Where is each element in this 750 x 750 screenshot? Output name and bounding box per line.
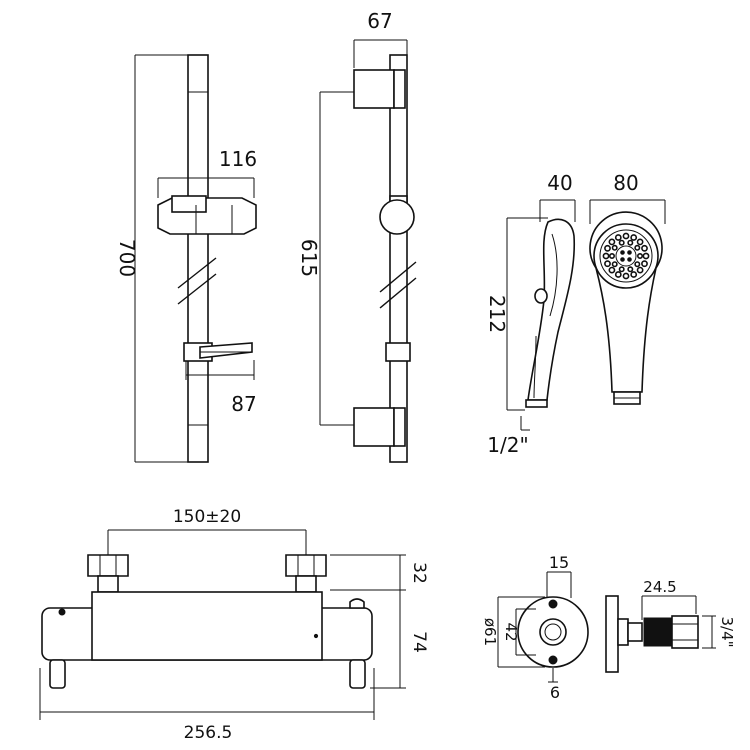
- connector-thread: [643, 617, 672, 647]
- dim-valve-body-height: 74: [409, 631, 429, 653]
- eccentric-end-view: 15 ø61 42 6: [481, 553, 589, 702]
- dim-soap-dish-depth: 87: [231, 392, 256, 416]
- slide-rail-side-view: 615 67: [297, 9, 417, 463]
- dim-handset-head-diameter: 80: [613, 171, 638, 195]
- dim-hose-thread: 1/2": [487, 433, 528, 457]
- dim-connector-length: 24.5: [643, 578, 676, 596]
- dim-bracket-spacing: 615: [297, 239, 321, 277]
- connector-side-view: 24.5 3/4": [605, 578, 736, 673]
- dim-rail-height: 700: [115, 239, 139, 277]
- dim-slider-width: 116: [219, 147, 257, 171]
- slide-rail-front-view: 700 116 87: [115, 54, 257, 463]
- dim-bracket-depth: 67: [367, 9, 392, 33]
- dim-flange-diameter: ø61: [481, 618, 499, 646]
- handset-views: 212 40 1/2" 80: [485, 171, 666, 457]
- dim-flange-inner: 42: [502, 622, 520, 641]
- bar-valve-front-view: 150±20 32 74 256.5: [39, 507, 429, 743]
- dim-eccentric-bottom: 6: [550, 683, 560, 702]
- handset-nozzle-pattern: [602, 232, 650, 280]
- dim-handset-depth: 40: [547, 171, 572, 195]
- dim-eccentric-top: 15: [549, 553, 569, 572]
- dim-connector-thread: 3/4": [718, 616, 736, 647]
- dim-valve-length: 256.5: [184, 723, 233, 743]
- dim-handset-length: 212: [485, 295, 509, 333]
- dim-valve-centres: 150±20: [173, 507, 241, 527]
- dim-valve-inlet-height: 32: [409, 562, 429, 584]
